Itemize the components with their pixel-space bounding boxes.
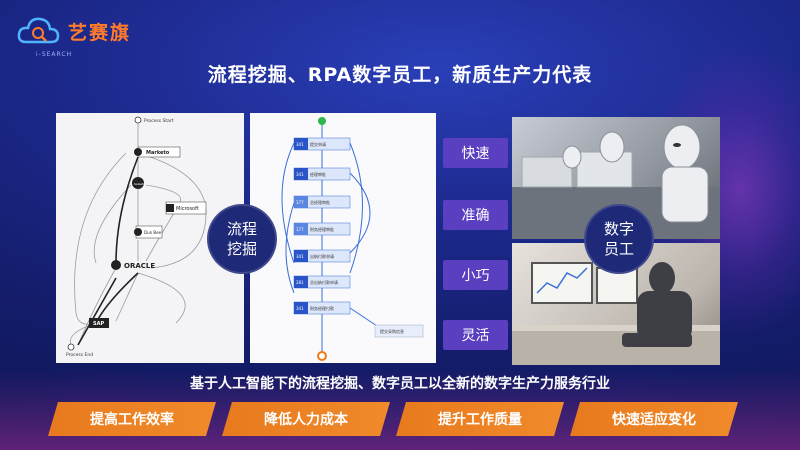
tag-accurate: 准确 [443, 200, 508, 230]
badge-line-2: 挖掘 [226, 240, 257, 258]
svg-text:经理审批: 经理审批 [310, 171, 326, 177]
flow-chart-panel: 341 提交申请 341 经理审批 177 总经理审批 177 财务经理审批 3… [250, 113, 436, 363]
svg-text:Marketo: Marketo [146, 150, 170, 156]
process-mining-badge: 流程 挖掘 [207, 204, 277, 274]
end-node [67, 343, 75, 351]
svg-text:Dun Bee: Dun Bee [144, 230, 162, 235]
svg-text:177: 177 [296, 227, 304, 232]
svg-text:Microsoft: Microsoft [176, 206, 199, 212]
svg-text:341: 341 [296, 254, 304, 259]
svg-text:ORACLE: ORACLE [124, 262, 155, 270]
svg-text:财务经理审批: 财务经理审批 [310, 226, 334, 232]
start-label: Process Start [144, 118, 174, 124]
svg-text:177: 177 [296, 200, 304, 205]
node-sap [89, 318, 109, 328]
badge-line-1: 流程 [226, 220, 257, 238]
svg-text:341: 341 [296, 142, 304, 147]
svg-text:281: 281 [296, 280, 304, 285]
svg-text:SAP: SAP [93, 321, 104, 327]
robot-office-photo [512, 243, 720, 365]
ribbon-efficiency: 提高工作效率 [48, 402, 216, 436]
digital-worker-badge: 数字 员工 [584, 204, 654, 274]
brand-sub: i-SEARCH [36, 51, 73, 58]
ribbon-quality: 提升工作质量 [396, 402, 564, 436]
ribbon-adapt: 快速适应变化 [570, 402, 738, 436]
cloud-icon [16, 12, 62, 50]
node-salesforce [132, 177, 144, 189]
flow-chart: 341 提交申请 341 经理审批 177 总经理审批 177 财务经理审批 3… [281, 117, 424, 361]
ribbon-cost: 降低人力成本 [222, 402, 390, 436]
subtitle: 基于人工智能下的流程挖掘、数字员工以全新的数字生产力服务行业 [190, 376, 610, 392]
svg-text:Process End: Process End [66, 352, 93, 358]
page-title: 流程挖掘、RPA数字员工，新质生产力代表 [207, 64, 593, 86]
flow-start [318, 117, 326, 125]
node-oracle [111, 260, 121, 270]
svg-text:出纳付款申请: 出纳付款申请 [310, 253, 334, 259]
brand-name: 艺赛旗 [68, 22, 132, 44]
svg-text:提交采购信息: 提交采购信息 [380, 328, 404, 334]
svg-text:341: 341 [296, 172, 304, 177]
tag-compact: 小巧 [443, 260, 508, 290]
svg-text:Salesforce: Salesforce [134, 182, 150, 186]
svg-text:总经理审批: 总经理审批 [310, 199, 330, 205]
svg-text:提交申请: 提交申请 [310, 141, 326, 147]
start-node [134, 116, 142, 124]
svg-text:财务经理付款: 财务经理付款 [310, 305, 334, 311]
process-graph: Process Start Marketo Salesforce Microso… [66, 116, 207, 358]
brand-logo[interactable]: 艺赛旗 i-SEARCH [16, 12, 132, 58]
badge-line-2: 员工 [603, 240, 634, 258]
svg-text:341: 341 [296, 306, 304, 311]
tag-flexible: 灵活 [443, 320, 508, 350]
badge-line-1: 数字 [603, 220, 634, 238]
tag-fast: 快速 [443, 138, 508, 168]
svg-text:总出纳付款申请: 总出纳付款申请 [310, 279, 338, 285]
flow-end [317, 351, 327, 361]
